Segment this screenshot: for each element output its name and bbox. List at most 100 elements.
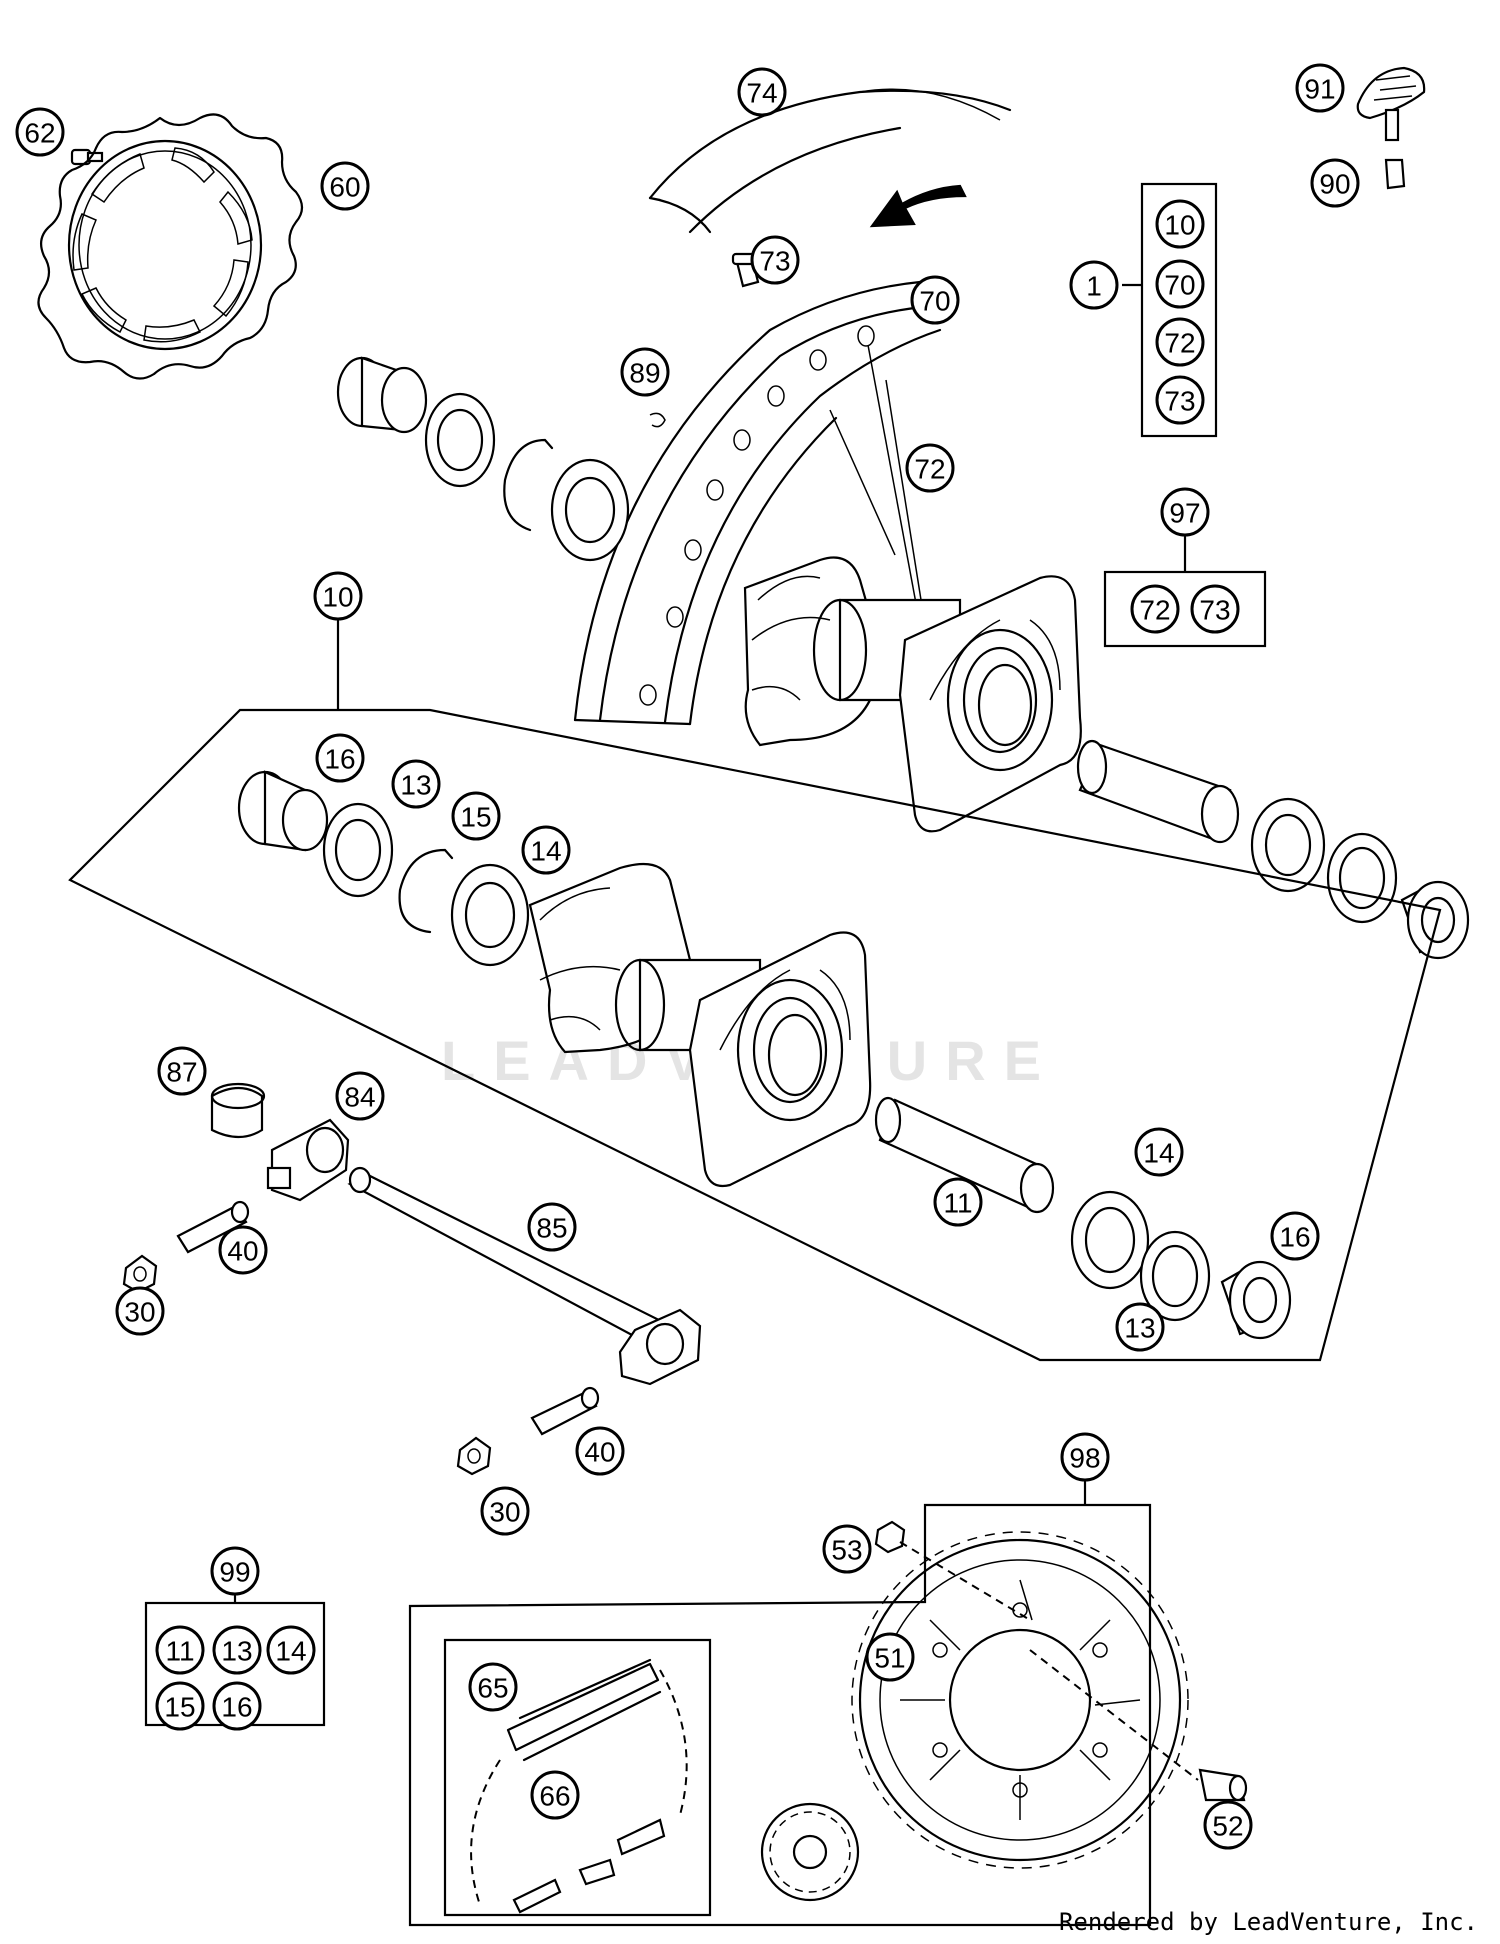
callout-k97_72: 72 xyxy=(1130,584,1180,634)
hub-kit-bearings-left-drawing xyxy=(237,770,530,967)
callout-c73a: 73 xyxy=(750,235,800,285)
callout-circle xyxy=(157,1046,207,1096)
chain-drawing xyxy=(470,1658,688,1906)
brake-disc-drawing xyxy=(37,113,304,380)
hub-kit-bearings-right-drawing xyxy=(1070,1190,1292,1340)
callout-circle xyxy=(737,67,787,117)
sprocket-bolt-line-52 xyxy=(1029,1649,1199,1781)
axle-spacer-87-drawing xyxy=(210,1082,266,1139)
callout-label: 30 xyxy=(124,1297,155,1328)
callout-label: 70 xyxy=(919,286,950,317)
callout-circle xyxy=(266,1625,316,1675)
callout-k99_14: 14 xyxy=(266,1625,316,1675)
callout-c16a: 16 xyxy=(315,733,365,783)
rim-drawing xyxy=(573,280,942,726)
callout-circle xyxy=(1155,375,1205,425)
top-right-bearings-drawing xyxy=(1250,797,1470,960)
callout-c65: 65 xyxy=(468,1662,518,1712)
callout-label: 15 xyxy=(164,1692,195,1723)
callout-label: 66 xyxy=(539,1781,570,1812)
top-left-bearings-drawing xyxy=(336,356,630,562)
callout-k1_10: 10 xyxy=(1155,199,1205,249)
front-sprocket-drawing xyxy=(760,1802,860,1902)
callout-label: 13 xyxy=(221,1636,252,1667)
callout-label: 14 xyxy=(1143,1138,1174,1169)
callout-label: 16 xyxy=(221,1692,252,1723)
callout-label: 98 xyxy=(1069,1443,1100,1474)
callout-circle xyxy=(865,1632,915,1682)
callout-c60: 60 xyxy=(320,161,370,211)
callout-circle xyxy=(1160,487,1210,537)
callout-label: 40 xyxy=(584,1437,615,1468)
callout-c30a: 30 xyxy=(115,1286,165,1336)
callout-circle xyxy=(1130,584,1180,634)
callout-c74: 74 xyxy=(737,67,787,117)
callout-circle xyxy=(1155,259,1205,309)
callout-circle xyxy=(155,1681,205,1731)
callout-k1_72: 72 xyxy=(1155,317,1205,367)
callout-circle xyxy=(218,1225,268,1275)
callout-label: 90 xyxy=(1319,169,1350,200)
callout-circle xyxy=(480,1486,530,1536)
callout-circle xyxy=(210,1546,260,1596)
callout-circle xyxy=(155,1625,205,1675)
callout-circle xyxy=(527,1202,577,1252)
callout-label: 74 xyxy=(746,78,777,109)
callout-circle xyxy=(1155,317,1205,367)
callout-circle xyxy=(115,1286,165,1336)
callout-circle xyxy=(1134,1127,1184,1177)
callout-label: 10 xyxy=(322,582,353,613)
callout-c84: 84 xyxy=(335,1071,385,1121)
callout-k1_70: 70 xyxy=(1155,259,1205,309)
top-spacer-drawing xyxy=(1076,739,1240,844)
callout-c40b: 40 xyxy=(575,1426,625,1476)
callout-circle xyxy=(933,1177,983,1227)
hub-kit-box xyxy=(68,708,1442,1362)
callout-c66: 66 xyxy=(530,1770,580,1820)
callout-label: 72 xyxy=(1139,595,1170,626)
callout-c14b: 14 xyxy=(1134,1127,1184,1177)
callout-circle xyxy=(905,443,955,493)
kit-1-box xyxy=(1140,182,1218,438)
callout-label: 11 xyxy=(165,1636,194,1667)
sprocket-teeth-drawing xyxy=(851,1531,1189,1869)
callout-label: 30 xyxy=(489,1497,520,1528)
tire-drawing xyxy=(648,88,1012,234)
callout-label: 73 xyxy=(1199,595,1230,626)
callout-c14a: 14 xyxy=(521,825,571,875)
kit-97-box xyxy=(1103,570,1267,648)
bolt-52-drawing xyxy=(1198,1768,1248,1802)
callout-circle xyxy=(391,759,441,809)
callout-circle xyxy=(521,825,571,875)
callout-circle xyxy=(620,347,670,397)
hub-spacer-11-drawing xyxy=(874,1096,1055,1214)
callout-label: 15 xyxy=(460,802,491,833)
callout-c99: 99 xyxy=(210,1546,260,1596)
callout-k1_73: 73 xyxy=(1155,375,1205,425)
callout-label: 72 xyxy=(1164,328,1195,359)
sprocket-bolt-line-53 xyxy=(899,1541,1031,1621)
callout-circle xyxy=(315,733,365,783)
callout-circle xyxy=(468,1662,518,1712)
callout-circle xyxy=(335,1071,385,1121)
callout-c10: 10 xyxy=(313,571,363,621)
callout-label: 84 xyxy=(344,1082,375,1113)
callout-c91: 91 xyxy=(1295,63,1345,113)
callout-label: 53 xyxy=(831,1535,862,1566)
bolt-40b-drawing xyxy=(530,1386,600,1436)
callout-label: 73 xyxy=(759,246,790,277)
callout-circle xyxy=(822,1524,872,1574)
circlip-89-drawing xyxy=(649,412,666,428)
callout-label: 14 xyxy=(530,836,561,867)
callout-circle xyxy=(1060,1432,1110,1482)
nut-30a-drawing xyxy=(122,1254,158,1294)
callout-k99_16: 16 xyxy=(212,1681,262,1731)
callout-label: 40 xyxy=(227,1236,258,1267)
callout-circle xyxy=(575,1426,625,1476)
callout-label: 10 xyxy=(1164,210,1195,241)
callout-k97_73: 73 xyxy=(1190,584,1240,634)
callout-circle xyxy=(1310,158,1360,208)
callout-circle xyxy=(1270,1211,1320,1261)
callout-circle xyxy=(910,275,960,325)
